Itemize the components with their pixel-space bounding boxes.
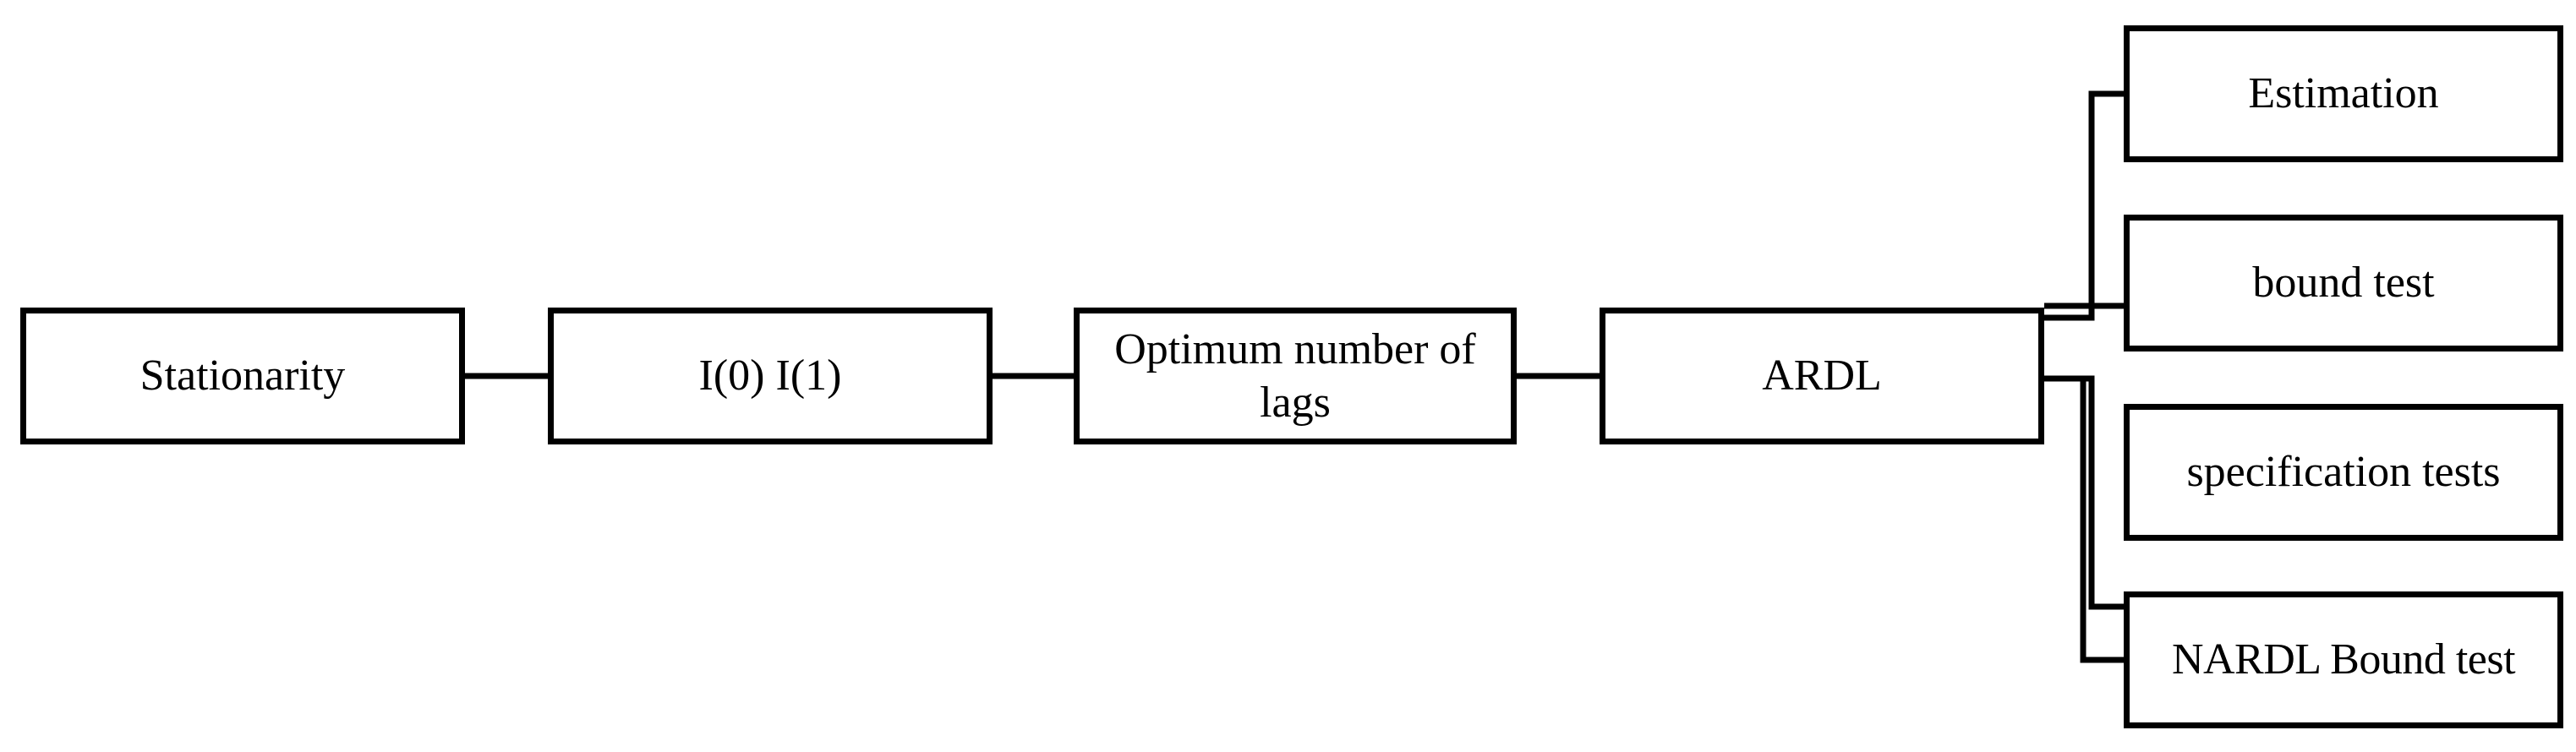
stationarity-box: Stationarity [20, 308, 465, 444]
specification-tests-box: specification tests [2124, 404, 2563, 541]
edge-ardl-estimation [2044, 90, 2124, 321]
optimum-lags-label: Optimum number of lags [1114, 324, 1476, 427]
nardl-bound-test-label: NARDL Bound test [2171, 635, 2516, 684]
integration-order-box: I(0) I(1) [548, 308, 993, 444]
nardl-bound-test-box: NARDL Bound test [2124, 591, 2563, 728]
stationarity-label: Stationarity [139, 351, 346, 401]
estimation-box: Estimation [2124, 25, 2563, 162]
bound-test-box: bound test [2124, 215, 2563, 351]
ardl-label: ARDL [1762, 351, 1882, 401]
integration-order-label: I(0) I(1) [698, 351, 842, 401]
estimation-label: Estimation [2248, 69, 2439, 118]
ardl-box: ARDL [1600, 308, 2044, 444]
optimum-lags-box: Optimum number of lags [1074, 308, 1517, 444]
edge-ardl-nardl [2044, 375, 2124, 663]
bound-test-label: bound test [2252, 259, 2435, 308]
specification-tests-label: specification tests [2186, 448, 2501, 497]
